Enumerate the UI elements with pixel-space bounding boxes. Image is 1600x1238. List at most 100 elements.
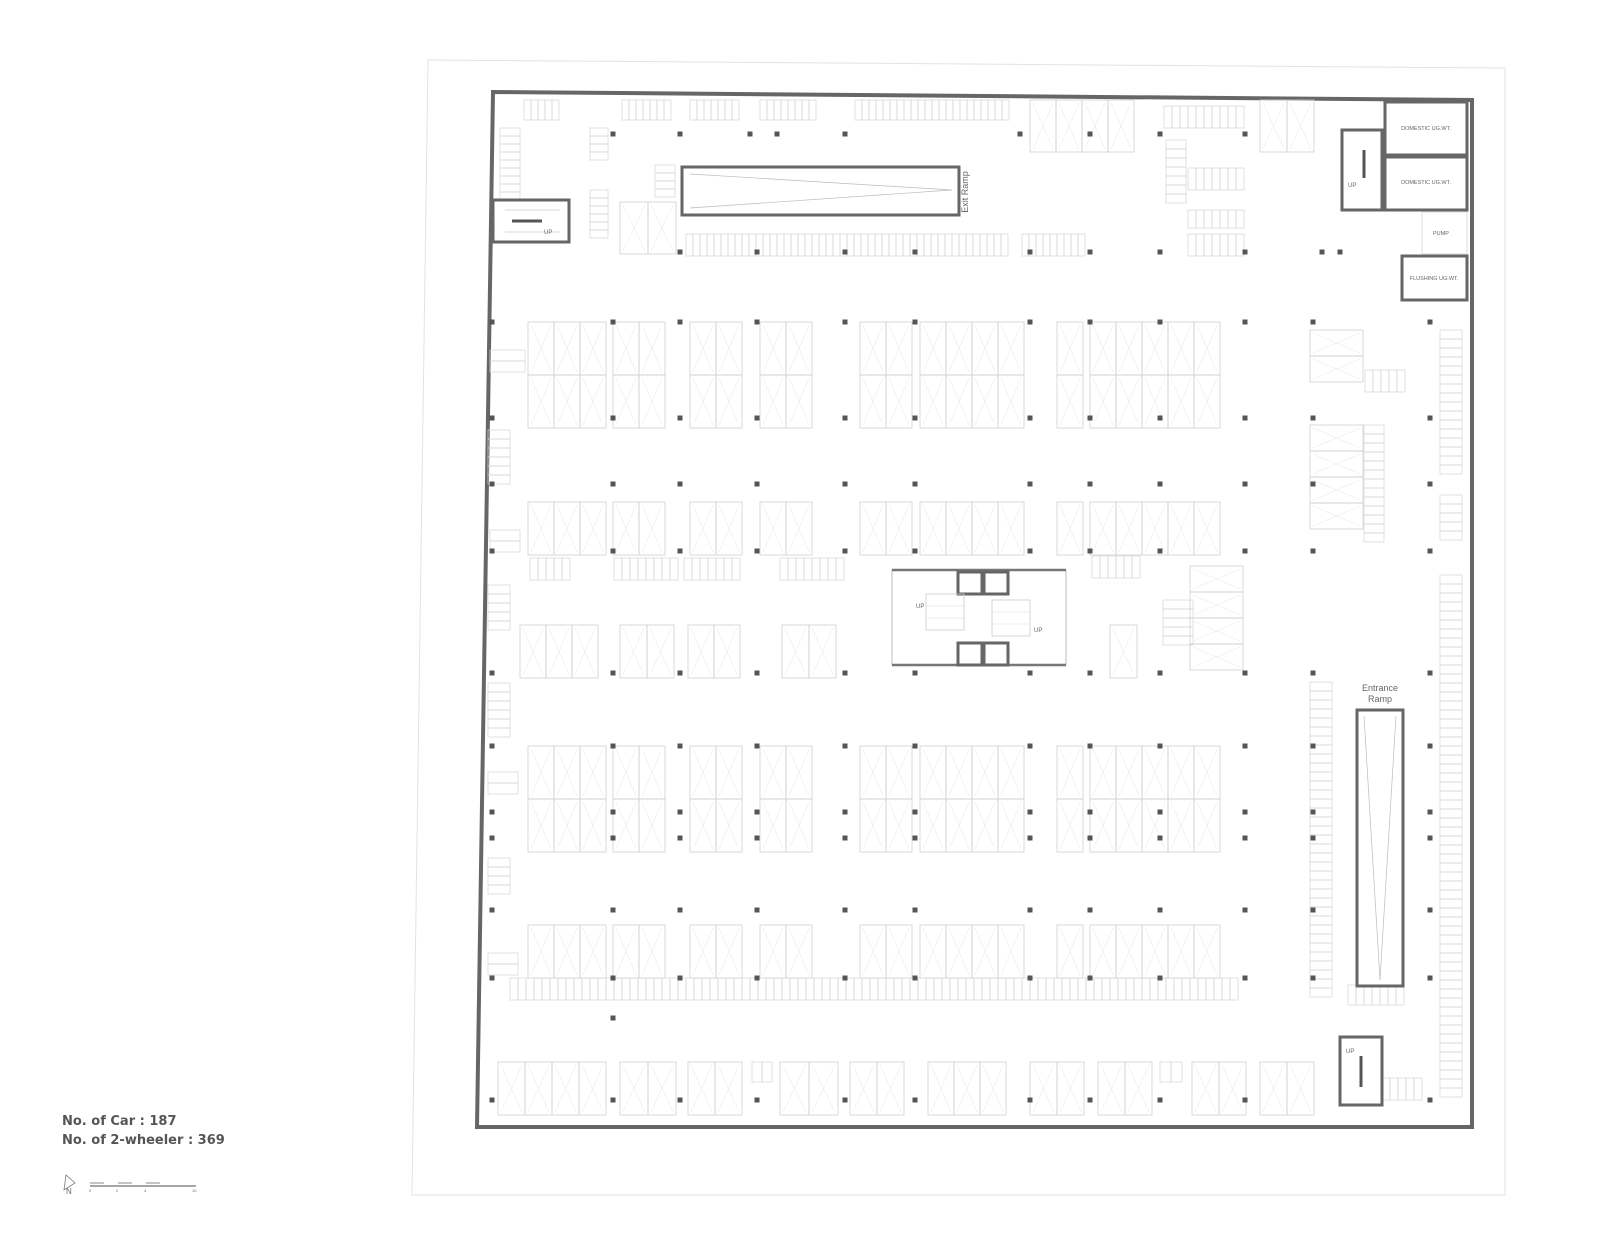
- two-wheeler-bay: [1439, 871, 1463, 882]
- two-wheeler-bay: [1355, 984, 1365, 1006]
- car-bay: [1109, 624, 1138, 679]
- car-bay: [638, 501, 666, 556]
- bay-marking: [527, 1064, 550, 1113]
- two-wheeler-bay: [1219, 209, 1229, 229]
- two-wheeler-bay: [565, 977, 575, 1001]
- two-wheeler-bay: [1439, 934, 1463, 945]
- car-bay: [785, 374, 813, 429]
- car-bay: [715, 798, 743, 853]
- two-wheeler-bay: [1439, 1069, 1463, 1080]
- bay-marking: [788, 801, 810, 850]
- car-bay: [647, 1061, 677, 1116]
- car-bay: [715, 374, 743, 429]
- two-wheeler-bay: [499, 151, 521, 161]
- two-wheeler-bay: [661, 977, 671, 1001]
- column: [912, 319, 918, 325]
- two-wheeler-bay: [1165, 148, 1187, 159]
- column: [1242, 415, 1248, 421]
- stair-up-label-ne: UP: [1348, 183, 1356, 189]
- bay-marking: [1059, 801, 1081, 850]
- two-wheeler-bay: [1309, 879, 1333, 890]
- column: [489, 809, 495, 815]
- column: [842, 249, 848, 255]
- two-wheeler-bay: [1439, 700, 1463, 711]
- two-wheeler-bay: [1439, 988, 1463, 999]
- bay-marking: [788, 504, 810, 553]
- stair-northwest: UP: [491, 198, 571, 244]
- two-wheeler-bay: [957, 977, 967, 1001]
- two-wheeler-bay: [1211, 167, 1221, 191]
- two-wheeler-bay: [589, 143, 609, 153]
- two-wheeler-bay: [487, 875, 511, 886]
- two-wheeler-bay: [1211, 105, 1221, 129]
- column: [1027, 319, 1033, 325]
- two-wheeler-bay: [1439, 356, 1463, 367]
- two-wheeler-bay: [952, 99, 961, 121]
- two-wheeler-bay: [867, 233, 876, 257]
- car-count: No. of Car : 187: [62, 1114, 177, 1129]
- bay-marking: [1192, 646, 1241, 668]
- two-wheeler-bay: [517, 977, 527, 1001]
- two-wheeler-bay: [1388, 369, 1398, 393]
- two-wheeler-bay: [780, 99, 789, 121]
- two-wheeler-bay: [1309, 816, 1333, 827]
- two-wheeler-bay: [1439, 655, 1463, 666]
- two-wheeler-bay: [661, 557, 671, 581]
- two-wheeler-bay: [916, 233, 925, 257]
- bay-marking: [692, 324, 714, 373]
- two-wheeler-bay: [1363, 984, 1373, 1006]
- column: [842, 1097, 848, 1103]
- two-wheeler-bay: [487, 727, 511, 738]
- two-wheeler-bay: [979, 233, 988, 257]
- bay-marking: [582, 748, 604, 797]
- column: [1087, 743, 1093, 749]
- column: [1157, 809, 1163, 815]
- two-wheeler-bay: [1363, 496, 1385, 507]
- scale-tick-2: 2: [116, 1188, 119, 1193]
- bay-marking: [1100, 1064, 1123, 1113]
- two-wheeler-bay: [1235, 233, 1245, 257]
- bay-marking: [862, 377, 884, 426]
- two-wheeler-bay: [691, 557, 701, 581]
- two-wheeler-bay: [1309, 699, 1333, 710]
- two-wheeler-bay: [981, 977, 991, 1001]
- column: [912, 548, 918, 554]
- two-wheeler-bay: [1309, 717, 1333, 728]
- column: [912, 835, 918, 841]
- column: [1157, 670, 1163, 676]
- two-wheeler-bay: [804, 233, 813, 257]
- two-wheeler-bay: [1439, 592, 1463, 603]
- bay-marking: [641, 801, 663, 850]
- two-wheeler-bay: [861, 99, 870, 121]
- two-wheeler-bay: [1439, 907, 1463, 918]
- bay-marking: [862, 504, 884, 553]
- bay-marking: [582, 324, 604, 373]
- bay-marking: [879, 1064, 902, 1113]
- two-wheeler-bay: [1439, 889, 1463, 900]
- two-wheeler-bay: [1219, 167, 1229, 191]
- column: [754, 319, 760, 325]
- bay-marking: [788, 748, 810, 797]
- two-wheeler-bay: [557, 977, 567, 1001]
- bay-marking: [554, 1064, 577, 1113]
- two-wheeler-bay: [1439, 718, 1463, 729]
- two-wheeler-bay: [1405, 1077, 1415, 1101]
- bay-marking: [782, 1064, 807, 1113]
- column: [610, 1097, 616, 1103]
- two-wheeler-bay: [1364, 369, 1374, 393]
- bay-marking: [530, 927, 552, 976]
- two-wheeler-bay: [654, 164, 676, 174]
- column: [1157, 1097, 1163, 1103]
- two-wheeler-bay: [1309, 852, 1333, 863]
- bay-marking: [1118, 377, 1140, 426]
- bay-marking: [811, 627, 834, 676]
- two-wheeler-bay: [1439, 503, 1463, 514]
- two-wheeler-bay: [1211, 209, 1221, 229]
- bay-marking: [1000, 927, 1022, 976]
- two-wheeler-bay: [797, 233, 806, 257]
- two-wheeler-bay: [589, 127, 609, 137]
- two-wheeler-bay: [499, 183, 521, 193]
- two-wheeler-bay: [1181, 977, 1191, 1001]
- two-wheeler-bay: [621, 977, 631, 1001]
- bay-marking: [762, 504, 784, 553]
